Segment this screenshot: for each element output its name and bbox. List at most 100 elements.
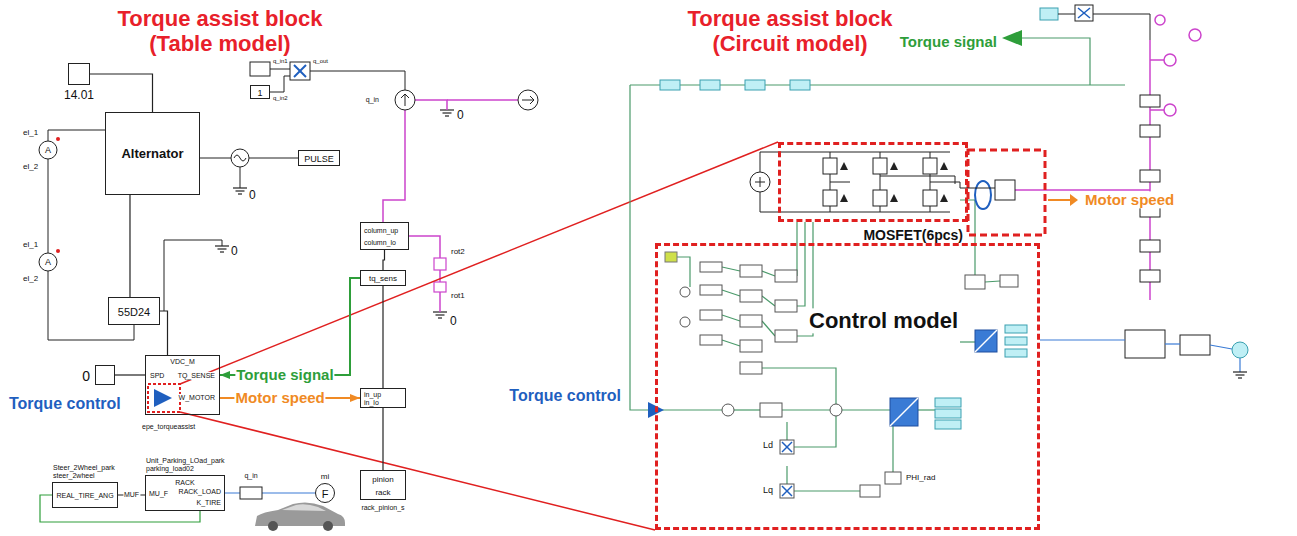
zoom-line [180,412,655,530]
control-block [775,300,797,312]
transform-block [890,398,918,426]
signal-box [935,409,961,418]
ground-symbol [1238,377,1242,378]
control-block [740,362,762,374]
control-block [965,275,985,289]
control-block [775,270,797,282]
rotational-wire [383,110,405,222]
constant-block: 14.01 [68,63,90,85]
control-wire [762,368,836,404]
control-wire [786,466,787,484]
transform-block [975,330,997,352]
wire [200,158,231,159]
multiplier-mark [294,65,306,77]
control-block [680,262,1018,498]
inverter-bridge [830,182,850,183]
node-text: PULSE [304,154,334,164]
mechanical-block [1180,335,1210,355]
wire [164,240,222,311]
connector [225,492,315,493]
battery-block: 55D24 [108,297,160,325]
sensor-symbol [1232,342,1248,358]
control-block [1000,275,1018,287]
torque-arrow [648,30,1022,418]
control-block [775,330,797,342]
ground-symbol [215,110,454,318]
source-symbol [39,90,538,271]
mechanical-wire [1164,104,1176,116]
connector-label: Motor speed [235,389,326,406]
inverter-bridge [930,182,995,188]
transform-block [890,330,997,426]
top-right-circuit [1058,14,1075,15]
motor-region [995,180,1015,200]
label-text: Torque assist block (Table model) [99,6,341,57]
node-text: RACK [175,479,194,487]
probe-dot [56,249,60,253]
control-wire [722,315,740,321]
spring-damper [434,258,446,292]
inverter-bridge [760,192,950,212]
ground-symbol [220,251,224,252]
node-text: K_TIRE [196,499,221,507]
mechanical-block [1140,170,1160,182]
control-wire [918,409,935,410]
rack-pinion-block: pinionrackrack_pinion_s [360,470,406,500]
node-text: Unit_Parking_LOad_park parking_load02 [146,457,246,473]
node-text: MOSFET(6pcs) [863,227,963,243]
signal-box [1040,8,1058,20]
node-text: in_up [364,391,381,399]
zoom-marker [148,384,180,412]
connector [383,250,385,270]
node-text: 1 [257,88,262,98]
label-text: el_1 [22,240,39,249]
zoom-marker [154,389,172,407]
control-wire [762,296,775,306]
node-text: mi [321,472,329,481]
multiplier-mark [294,65,306,77]
signal-block [290,62,310,80]
mosfet-switch [823,158,837,174]
inverter-bridge [750,152,995,212]
multiplier-mark [782,442,792,496]
signal-block [250,62,270,76]
transform-block [975,330,997,352]
constant-block: 1 [250,85,270,99]
torque-arrow [1002,30,1022,46]
label-text: Torque control [508,387,622,405]
inverter-bridge [755,182,765,183]
control-wire [722,340,740,346]
source-mark [234,94,534,161]
signal-box [935,420,961,429]
node-text: SPD [149,372,165,380]
diode-symbol [890,194,898,202]
ground-symbol [233,187,247,188]
constant-block [665,252,677,262]
mechanical-wire [1155,15,1165,25]
probe-dot [56,137,60,141]
signal-box [700,80,720,90]
connector-label: MUF [123,491,140,499]
source-symbol [518,90,538,110]
control-wire [722,290,740,296]
control-wire [677,257,690,287]
mechanical-block [1125,330,1165,358]
top-right-circuit [1075,5,1093,21]
label-text: q_in [243,472,258,480]
mosfet-switch [873,190,887,206]
probe-dot [56,137,60,253]
top-right-circuit [1078,8,1090,18]
label-text: Torque assist block (Circuit model) [664,6,916,57]
top-right-circuit [1093,14,1150,40]
ground-symbol [1233,372,1247,378]
wire [270,69,290,70]
mechanical-block [1125,95,1210,358]
car-icon [282,504,326,511]
wire [48,69,405,340]
source-mark [530,96,534,104]
control-block [830,404,842,416]
control-wire [782,409,830,410]
diode-symbol [840,162,948,202]
signal-box [1005,349,1027,357]
